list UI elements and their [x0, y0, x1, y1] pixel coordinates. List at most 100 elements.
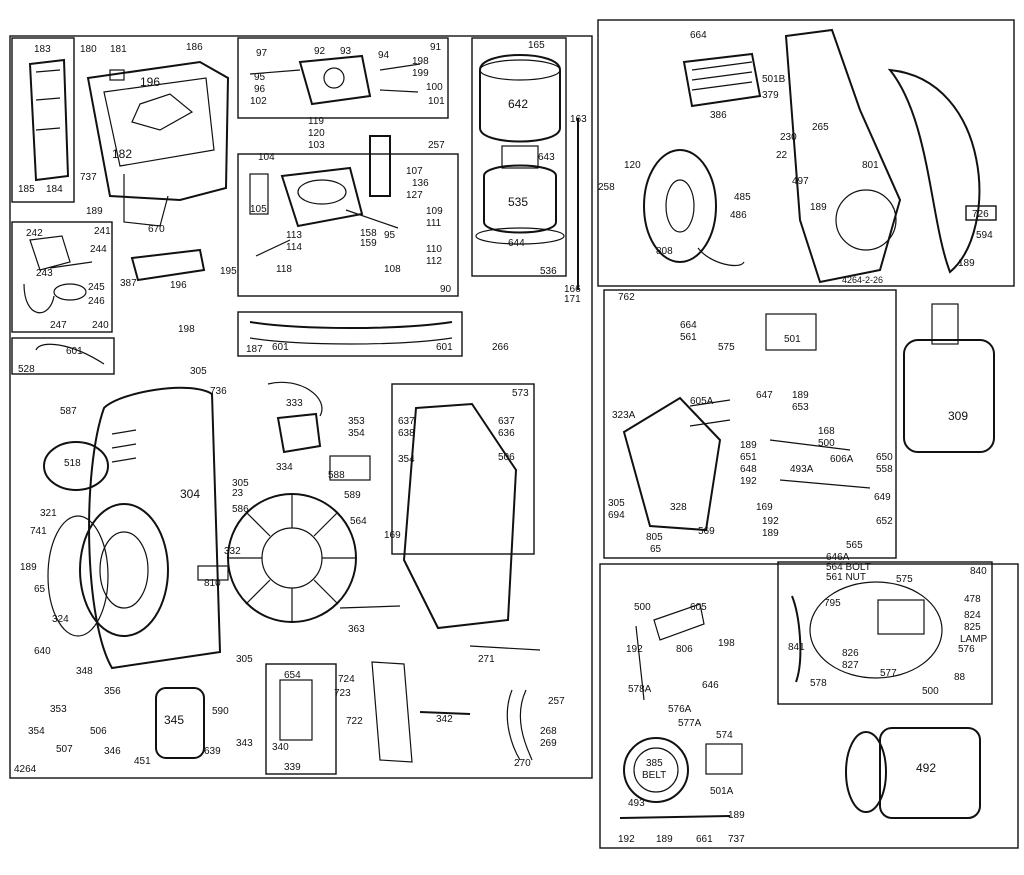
callout-737: 737: [80, 172, 97, 183]
callout-501a: 501A: [710, 786, 734, 797]
box-label-91: 91: [430, 42, 442, 53]
callout-643: 643: [538, 152, 555, 163]
callout-192b: 192: [762, 516, 779, 527]
callout-736: 736: [210, 386, 227, 397]
group-box-187: [237, 311, 463, 357]
callout-670: 670: [148, 224, 165, 235]
callout-577a: 577A: [678, 718, 702, 729]
callout-120b: 120: [624, 160, 641, 171]
group-box-241: [11, 221, 113, 333]
engine-housing: [784, 28, 902, 284]
right-bottom-frame: [599, 563, 1019, 849]
air-cleaner-cover: [479, 54, 561, 143]
fuel-cap: [109, 69, 125, 81]
callout-127: 127: [406, 190, 423, 201]
callout-120: 120: [308, 128, 325, 139]
callout-354b: 354: [398, 454, 415, 465]
callout-107: 107: [406, 166, 423, 177]
callout-96: 96: [254, 84, 266, 95]
callout-340: 340: [272, 742, 289, 753]
callout-664b: 664: [680, 320, 697, 331]
callout-606a: 606A: [830, 454, 854, 465]
solenoid: [765, 313, 817, 351]
tank-bracket: [28, 58, 70, 182]
callout-189b: 189: [20, 562, 37, 573]
callout-353b: 353: [50, 704, 67, 715]
callout-104: 104: [258, 152, 275, 163]
callout-654: 654: [284, 670, 301, 681]
callout-165: 165: [528, 40, 545, 51]
callout-644: 644: [508, 238, 525, 249]
callout-506a: 506: [498, 452, 515, 463]
callout-345: 345: [164, 713, 184, 727]
callout-576a: 576A: [668, 704, 692, 715]
callout-493: 493: [628, 798, 645, 809]
callout-827: 827: [842, 660, 859, 671]
callout-586: 586: [232, 504, 249, 515]
callout-305b: 305: [232, 478, 249, 489]
callout-561: 561: [680, 332, 697, 343]
callout-636: 636: [498, 428, 515, 439]
fuel-tank: [86, 60, 230, 202]
bracket-493: [619, 815, 731, 819]
callout-826: 826: [842, 648, 859, 659]
callout-652: 652: [876, 516, 893, 527]
callout-637b: 637: [498, 416, 515, 427]
callout-102: 102: [250, 96, 267, 107]
callout-646: 646: [702, 680, 719, 691]
callout-196: 196: [140, 75, 160, 89]
callout-105: 105: [250, 204, 267, 215]
callout-588: 588: [328, 470, 345, 481]
callout-805: 805: [646, 532, 663, 543]
callout-168: 168: [818, 426, 835, 437]
group-box-726: [965, 205, 997, 221]
callout-385: 385: [646, 758, 663, 769]
callout-501b: 501B: [762, 74, 786, 85]
rotating-screen: [47, 515, 109, 637]
callout-169b: 169: [756, 502, 773, 513]
callout-640: 640: [34, 646, 51, 657]
callout-65a: 65: [34, 584, 46, 595]
callout-189g: 189: [762, 528, 779, 539]
callout-23: 23: [232, 488, 244, 499]
callout-577: 577: [880, 668, 897, 679]
group-box-90: [237, 153, 459, 297]
callout-354c: 354: [28, 726, 45, 737]
callout-558: 558: [876, 464, 893, 475]
callout-486: 486: [730, 210, 747, 221]
box-label-90: 90: [440, 284, 452, 295]
callout-166: 166: [564, 284, 581, 295]
callout-575a: 575: [718, 342, 735, 353]
callout-321: 321: [40, 508, 57, 519]
callout-257b: 257: [548, 696, 565, 707]
callout-379: 379: [762, 90, 779, 101]
callout-22: 22: [776, 150, 788, 161]
callout-638: 638: [398, 428, 415, 439]
callout-478: 478: [964, 594, 981, 605]
belt-385: [623, 737, 689, 803]
callout-95: 95: [254, 72, 266, 83]
callout-824: 824: [964, 610, 981, 621]
box-label-187: 187: [246, 344, 263, 355]
group-box-183: [11, 37, 75, 203]
group-box-840: [777, 561, 993, 705]
diagram-code: 4264: [14, 764, 37, 775]
callout-518: 518: [64, 458, 81, 469]
callout-841: 841: [788, 642, 805, 653]
callout-795: 795: [824, 598, 841, 609]
callout-605a: 605A: [690, 396, 714, 407]
callout-601a: 601: [66, 346, 83, 357]
callout-801: 801: [862, 160, 879, 171]
callout-646a: 646A: [826, 552, 850, 563]
callout-723: 723: [334, 688, 351, 699]
callout-587: 587: [60, 406, 77, 417]
callout-88: 88: [954, 672, 966, 683]
callout-94: 94: [378, 50, 390, 61]
callout-333: 333: [286, 398, 303, 409]
callout-343: 343: [236, 738, 253, 749]
right-top-frame: [597, 19, 1015, 287]
callout-118: 118: [276, 264, 292, 275]
callout-159: 159: [360, 238, 377, 249]
box-label-183: 183: [34, 44, 51, 55]
box-label-573: 573: [512, 388, 529, 399]
